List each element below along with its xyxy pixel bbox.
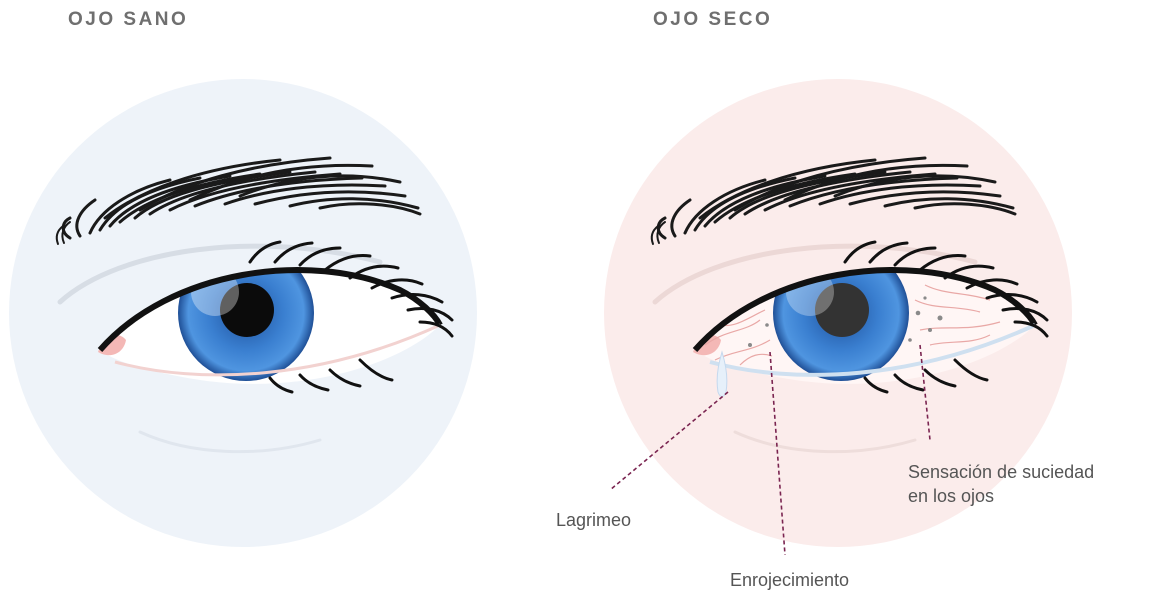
label-redness: Enrojecimiento <box>730 568 849 592</box>
label-tearing: Lagrimeo <box>556 508 631 532</box>
label-grit: Sensación de suciedad en los ojos <box>908 460 1094 508</box>
label-grit-line2: en los ojos <box>908 484 1094 508</box>
label-grit-line1: Sensación de suciedad <box>908 460 1094 484</box>
healthy-eye-illustration <box>0 0 580 594</box>
